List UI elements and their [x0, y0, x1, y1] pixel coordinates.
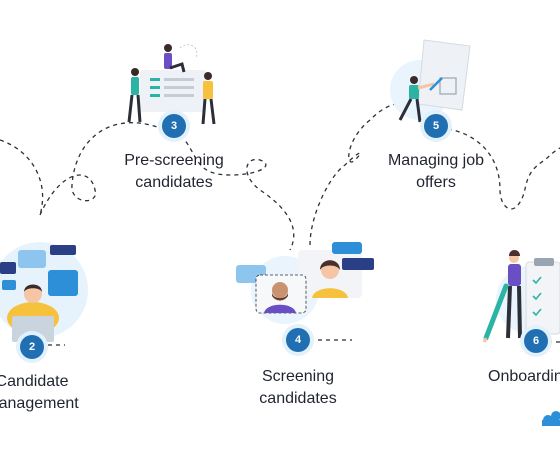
step-label-line: Managing job: [387, 152, 485, 169]
step-label-line: Onboarding: [488, 368, 560, 385]
step-number: 6: [532, 335, 540, 347]
step-badge-6: 6: [524, 329, 548, 353]
step-badge-4: 4: [286, 328, 310, 352]
step-label-3: Pre-screening candidates: [108, 150, 240, 194]
process-path: [0, 102, 560, 346]
candidate-management-illustration: [0, 242, 88, 342]
pre-screening-illustration: [127, 44, 216, 125]
step-label-5: Managing job offers: [376, 150, 496, 194]
step-number: 2: [28, 341, 36, 353]
step-label-line: Candidate: [0, 373, 69, 390]
step-label-4: Screening candidates: [238, 366, 358, 410]
step-badge-5: 5: [424, 114, 448, 138]
job-offer-illustration: [390, 39, 471, 123]
step-label-line: Screening: [261, 368, 335, 385]
step-label-2: Candidate management: [0, 371, 92, 415]
step-label-line: candidates: [259, 390, 337, 407]
onboarding-illustration: [482, 250, 560, 343]
step-label-line: candidates: [135, 174, 213, 191]
step-label-6: Onboarding: [488, 366, 560, 388]
step-badge-2: 2: [20, 335, 44, 359]
step-label-line: Pre-screening: [124, 152, 224, 169]
logo-icon: [542, 411, 560, 426]
step-number: 3: [170, 120, 178, 132]
step-number: 4: [294, 334, 302, 346]
step-number: 5: [432, 120, 440, 132]
screening-illustration: [236, 242, 374, 324]
step-label-line: offers: [416, 174, 456, 191]
step-badge-3: 3: [162, 114, 186, 138]
step-label-line: management: [0, 395, 79, 412]
